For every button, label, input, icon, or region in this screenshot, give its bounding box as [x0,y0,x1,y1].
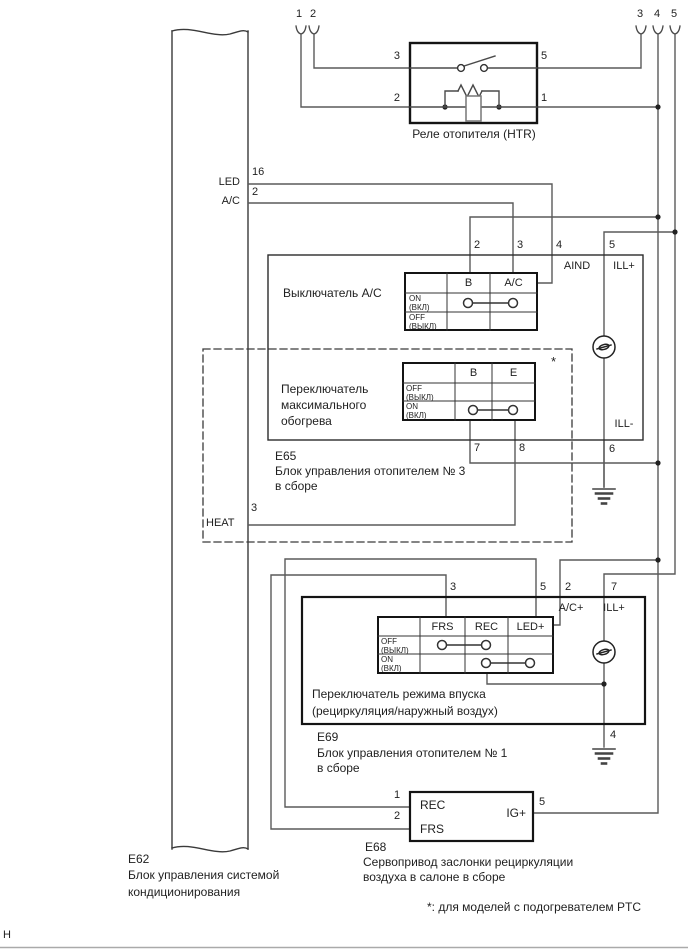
e65-pin-4: 4 [556,239,563,251]
illumination-lamp-icon [592,335,616,359]
intake-switch-name: Переключатель режима впуска (рециркуляци… [312,687,498,718]
page-letter: H [3,929,11,941]
e68-ig-label: IG+ [506,806,526,820]
connector-2-label: 2 [310,8,317,20]
e68-frs-label: FRS [420,822,444,836]
e65-pin-6: 6 [609,443,616,455]
junction-dots [442,104,678,687]
heat-switch-col-e: E [509,367,518,379]
e65-ill-minus-label: ILL- [614,418,634,430]
heat-switch-row-off: OFF (ВЫКЛ) [406,384,434,402]
asterisk-note: * [551,354,557,369]
bus-ac-label: A/C [221,195,240,207]
bus-heat-label: HEAT [206,517,235,529]
bus-heat-pin: 3 [251,502,258,514]
e69-ac-plus-label: A/C+ [558,602,584,614]
e65-pin-7: 7 [474,442,481,454]
contact-circle [462,297,474,309]
e69-pin-2: 2 [565,581,572,593]
contact-circle [507,297,519,309]
e65-aind-label: AIND [563,260,591,272]
connector-4-label: 4 [654,8,661,20]
intake-switch-col-frs: FRS [431,621,454,633]
contact-circle [467,404,479,416]
e68-pin-5: 5 [539,796,546,808]
e65-ill-plus-label: ILL+ [613,260,635,272]
heater-relay-symbol [408,41,539,125]
terminal-symbols [295,25,681,35]
ac-switch-col-ac: A/C [504,277,523,289]
relay-pin-2: 2 [393,92,400,104]
relay-pin-3: 3 [393,50,400,62]
contact-circle [524,657,536,669]
e65-desc: Блок управления отопителем № 3 в сборе [275,464,466,493]
e69-pin-4: 4 [610,729,617,741]
bus-ac-pin: 2 [252,186,259,198]
e68-rec-label: REC [420,798,446,812]
e69-id: E69 [317,730,339,744]
ground-symbol [592,488,616,505]
contact-circle [436,639,448,651]
e68-box [408,790,535,843]
e68-pin-2: 2 [394,810,401,822]
contact-circle [507,404,519,416]
intake-switch-row-on: ON (ВКЛ) [381,655,402,673]
heat-switch-col-b: B [469,367,478,379]
e68-pin-1: 1 [394,789,401,801]
intake-switch-col-led: LED+ [516,621,545,633]
optional-dashed-box [202,348,573,543]
ac-switch-row-on: ON (ВКЛ) [409,294,430,312]
bus-desc: Блок управления системой кондиционирован… [128,868,280,899]
e65-pin-8: 8 [519,442,526,454]
max-heat-switch-name: Переключатель максимального обогрева [281,382,369,428]
footnote: *: для моделей с подогревателем PTC [427,900,642,914]
e69-box [300,595,647,726]
ac-switch-row-off: OFF (ВЫКЛ) [409,313,437,331]
connector-5-label: 5 [671,8,678,20]
e69-ill-plus-label: ILL+ [603,602,625,614]
ground-symbol [592,748,616,765]
intake-switch-row-off: OFF (ВЫКЛ) [381,637,409,655]
ac-switch-name: Выключатель A/C [283,286,382,300]
relay-pin-5: 5 [541,50,548,62]
illumination-lamp-icon [592,640,616,664]
e69-pin-7: 7 [611,581,618,593]
contact-circle [480,639,492,651]
relay-coil-icon [465,95,482,122]
e68-desc: Сервопривод заслонки рециркуляции воздух… [363,855,574,884]
e65-pin-5: 5 [609,239,616,251]
connector-3-label: 3 [637,8,644,20]
relay-name: Реле отопителя (HTR) [412,127,536,141]
e69-pin-3: 3 [450,581,457,593]
e69-desc: Блок управления отопителем № 1 в сборе [317,746,508,775]
e68-id: E68 [365,840,387,854]
e65-id: E65 [275,449,297,463]
wires [247,33,676,830]
bus-e62-outline [171,28,249,853]
bus-led-pin: 16 [252,166,265,178]
intake-switch-col-rec: REC [474,621,499,633]
bus-led-label: LED [218,176,240,188]
intake-switch-table [377,616,554,674]
relay-pin-1: 1 [541,92,548,104]
ac-switch-table [404,272,538,331]
e65-pin-3: 3 [517,239,524,251]
ac-switch-col-b: B [464,277,473,289]
bus-id: E62 [128,852,150,866]
e69-pin-5: 5 [540,581,547,593]
heat-switch-row-on: ON (ВКЛ) [406,402,427,420]
connector-1-label: 1 [296,8,303,20]
max-heat-switch-table [402,362,536,421]
e65-box [267,254,644,441]
contact-circle [480,657,492,669]
e65-pin-2: 2 [474,239,481,251]
